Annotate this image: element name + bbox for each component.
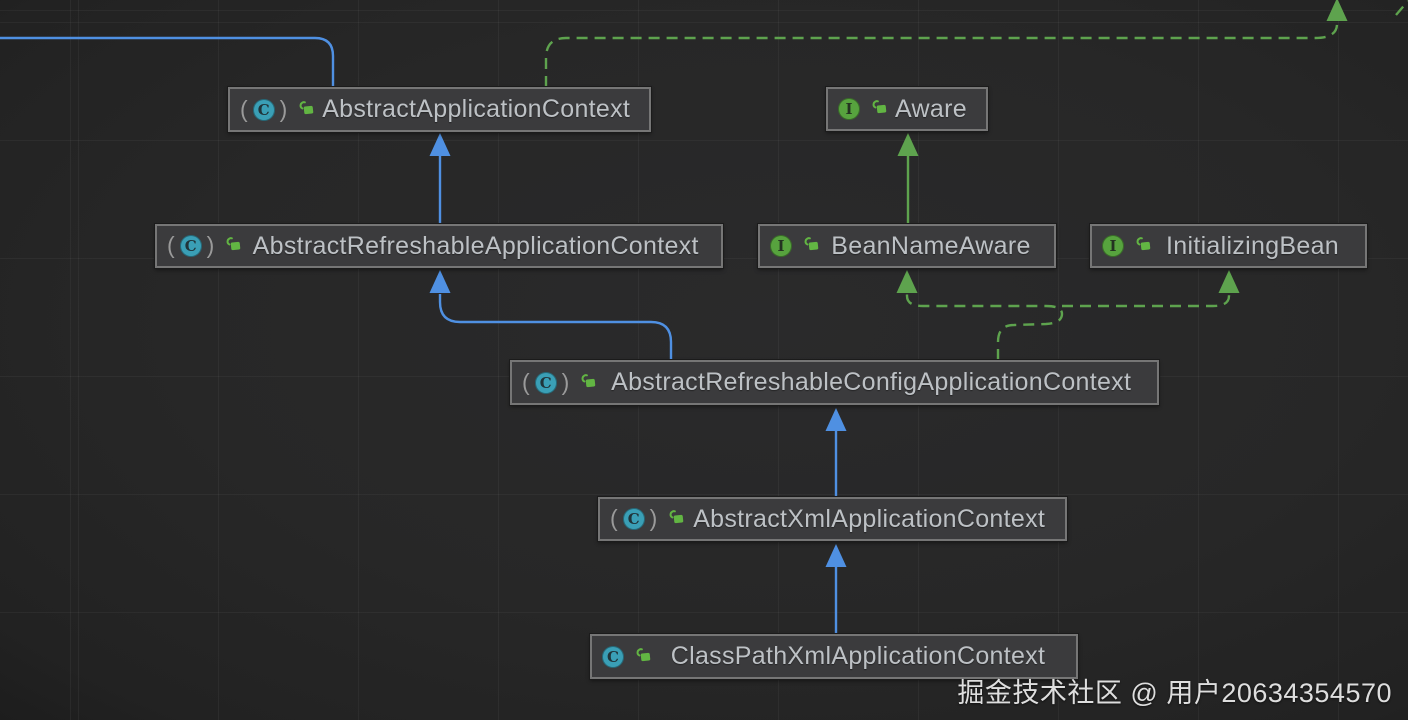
arrowhead-abstract-refreshable-config-extends-abstract-refreshable [429, 270, 451, 293]
watermark-text: 掘金技术社区 @ 用户20634354570 [957, 678, 1392, 708]
edge-abstract-application-context-extends-offscreen-left[interactable] [0, 36, 335, 87]
arrowhead-abstract-refreshable-config-implements-bean-name-aware [896, 270, 918, 293]
arrowhead-abstract-xml-extends-abstract-refreshable-config [825, 408, 847, 431]
class-node-bean-name-aware[interactable]: I BeanNameAware [758, 224, 1056, 268]
abstract-class-icon: C [534, 371, 557, 394]
public-lock-icon [804, 237, 819, 251]
class-node-label: AbstractRefreshableApplicationContext [252, 231, 699, 260]
public-lock-icon [872, 100, 887, 114]
node-icons: I [838, 98, 888, 120]
interface-icon: I [838, 98, 860, 120]
abstract-paren-right: ) [206, 232, 215, 258]
class-node-abstract-xml-application-context[interactable]: (C) AbstractXmlApplicationContext [598, 497, 1067, 541]
visibility-public-icon [634, 645, 653, 669]
abstract-paren-left: ( [240, 95, 248, 122]
abstract-class-icon: C [622, 508, 645, 530]
visibility-public-icon [579, 371, 598, 395]
class-node-abstract-refreshable-application-context[interactable]: (C) AbstractRefreshableApplicationContex… [155, 224, 723, 268]
public-lock-icon [581, 373, 596, 387]
class-icon: C [602, 645, 624, 668]
abstract-paren-left: ( [610, 505, 618, 531]
public-lock-icon [636, 647, 651, 661]
node-icons: (C) [240, 95, 316, 122]
visibility-public-icon [870, 97, 889, 121]
abstract-paren-left: ( [522, 368, 530, 395]
class-node-label: InitializingBean [1166, 231, 1339, 260]
abstract-paren-right: ) [561, 368, 570, 395]
visibility-public-icon [1134, 234, 1153, 258]
node-icons: I [1102, 235, 1152, 257]
class-node-abstract-application-context[interactable]: (C) AbstractApplicationContext [228, 87, 651, 132]
visibility-public-icon [297, 98, 316, 122]
class-node-label: Aware [895, 94, 967, 123]
class-node-label: BeanNameAware [831, 231, 1031, 260]
class-node-label: ClassPathXmlApplicationContext [670, 642, 1046, 670]
node-icons: I [770, 235, 820, 257]
visibility-public-icon [802, 234, 821, 258]
interface-icon: I [770, 235, 792, 257]
public-lock-icon [299, 100, 314, 114]
abstract-paren-right: ) [279, 95, 288, 122]
node-icons: (C) [522, 368, 598, 395]
edge-abstract-application-context-implements-offscreen-top[interactable] [544, 19, 1339, 87]
class-node-label: AbstractApplicationContext [322, 95, 631, 123]
class-node-abstract-refreshable-config-application-context[interactable]: (C) AbstractRefreshableConfigApplication… [510, 360, 1159, 405]
abstract-class-icon: C [179, 235, 202, 257]
arrowhead-abstract-application-context-implements-offscreen-top [1326, 0, 1348, 21]
node-icons: (C) [167, 232, 243, 258]
class-node-aware[interactable]: I Aware [826, 87, 988, 131]
visibility-public-icon [667, 507, 686, 531]
public-lock-icon [1136, 237, 1151, 251]
arrowhead-abstract-refreshable-extends-abstract-application-context [429, 133, 451, 156]
edge-abstract-refreshable-config-implements-initializing-bean[interactable] [1062, 292, 1231, 308]
visibility-public-icon [224, 234, 243, 258]
arrowhead-abstract-refreshable-config-implements-initializing-bean [1218, 270, 1240, 293]
class-node-label: AbstractXmlApplicationContext [693, 504, 1046, 533]
class-node-class-path-xml-application-context[interactable]: C ClassPathXmlApplicationContext [590, 634, 1078, 679]
arrowhead-class-path-xml-extends-abstract-xml [825, 544, 847, 567]
interface-icon: I [1102, 235, 1124, 257]
edge-abstract-refreshable-config-extends-abstract-refreshable[interactable] [438, 294, 673, 360]
abstract-paren-right: ) [649, 505, 658, 531]
edge-offscreen-corner-fragment[interactable] [1395, 0, 1408, 16]
node-icons: (C) [610, 505, 686, 531]
node-icons: C [602, 645, 653, 669]
abstract-paren-left: ( [167, 232, 175, 258]
public-lock-icon [226, 237, 241, 251]
abstract-class-icon: C [252, 98, 275, 121]
class-node-initializing-bean[interactable]: I InitializingBean [1090, 224, 1367, 268]
class-node-label: AbstractRefreshableConfigApplicationCont… [611, 368, 1132, 396]
public-lock-icon [669, 510, 684, 524]
arrowhead-bean-name-aware-extends-aware [897, 133, 919, 156]
edge-abstract-refreshable-config-implements-bean-name-aware[interactable] [905, 292, 1064, 360]
